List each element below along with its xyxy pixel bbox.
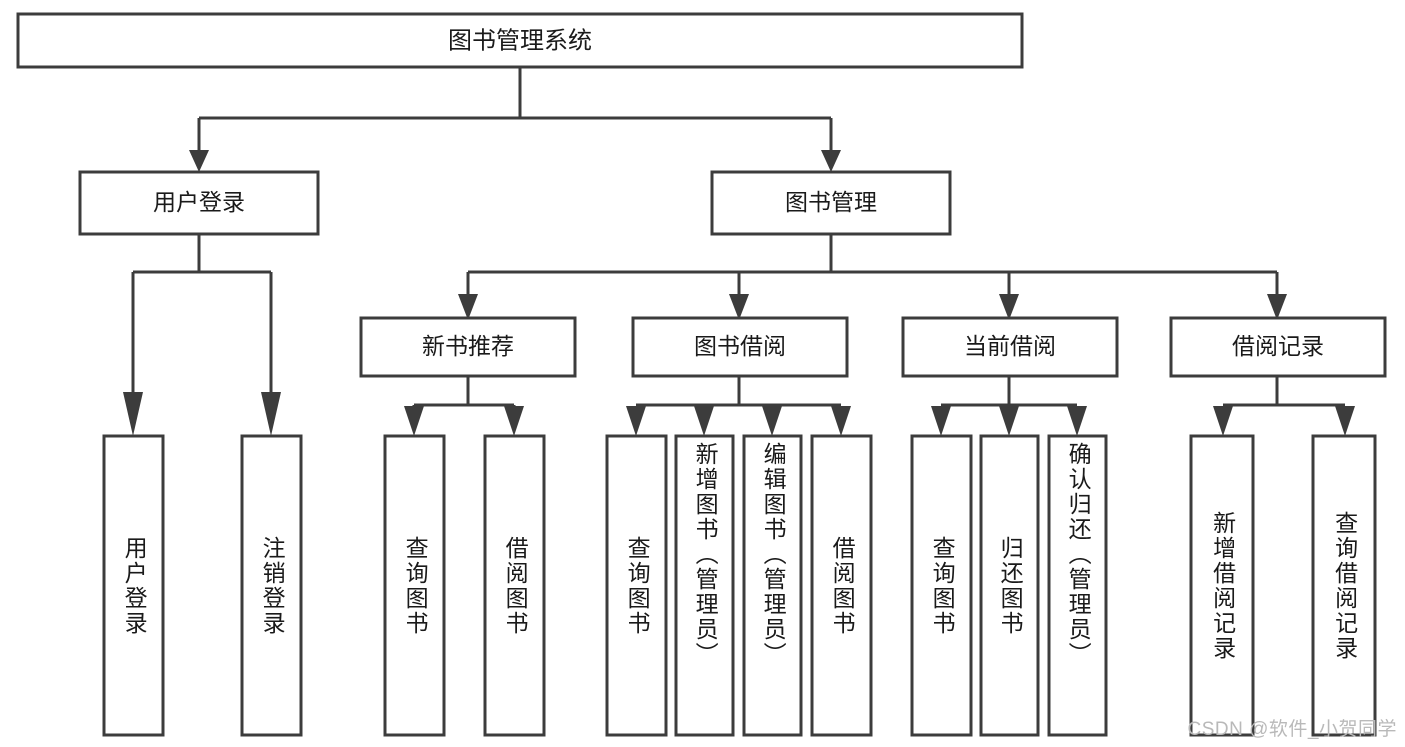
node-book-management[interactable]: [710, 170, 952, 236]
leafbox-rec-add-record[interactable]: [1189, 434, 1255, 737]
node-book-lending[interactable]: [631, 316, 849, 378]
arrowhead-leaf-rec-add-record: [1213, 406, 1233, 436]
connector-user-login-to-leaves: [123, 234, 281, 436]
arrowhead-leaf-user-logout: [261, 392, 281, 436]
arrowhead-leaf-user-login: [123, 392, 143, 436]
leafbox-cur-return-book[interactable]: [979, 434, 1040, 737]
arrowhead-leaf-lend-query-book: [626, 406, 646, 436]
leafbox-user-login[interactable]: [102, 434, 165, 737]
node-root-book-management-system[interactable]: [16, 12, 1024, 69]
node-current-borrow[interactable]: [901, 316, 1119, 378]
leafbox-rec-borrow-book[interactable]: [483, 434, 546, 737]
node-label-borrow-records: 借阅记录: [1232, 333, 1324, 359]
arrowhead-leaf-lend-edit-book: [762, 406, 782, 436]
arrowhead-book-management: [821, 150, 841, 172]
arrowhead-leaf-cur-query-book: [931, 406, 951, 436]
leafbox-cur-confirm-return[interactable]: [1047, 434, 1108, 737]
leafbox-user-logout[interactable]: [240, 434, 303, 737]
leafbox-lend-borrow-book[interactable]: [810, 434, 873, 737]
arrowhead-leaf-rec-query-record: [1335, 406, 1355, 436]
connector-new-book-rec-to-leaves: [404, 376, 524, 436]
arrowhead-book-lending: [729, 294, 749, 320]
leafbox-rec-query-record[interactable]: [1311, 434, 1377, 737]
arrowhead-leaf-rec-borrow-book: [504, 406, 524, 436]
arrowhead-new-book-rec: [458, 294, 478, 320]
leafbox-lend-edit-book[interactable]: [742, 434, 803, 737]
leafbox-lend-query-book[interactable]: [605, 434, 668, 737]
connector-book-management-to-level2: [458, 234, 1287, 320]
arrowhead-leaf-rec-query-book: [404, 406, 424, 436]
connector-borrow-records-to-leaves: [1213, 376, 1355, 436]
arrowhead-leaf-lend-add-book: [694, 406, 714, 436]
connector-root-to-level1: [189, 67, 841, 172]
connector-book-lending-to-leaves: [626, 376, 851, 436]
node-borrow-records[interactable]: [1169, 316, 1387, 378]
arrowhead-user-login: [189, 150, 209, 172]
arrowhead-leaf-cur-confirm-return: [1067, 406, 1087, 436]
node-label-book-management: 图书管理: [785, 189, 877, 215]
arrowhead-leaf-lend-borrow-book: [831, 406, 851, 436]
node-label-book-lending: 图书借阅: [694, 333, 786, 359]
arrowhead-current-borrow: [999, 294, 1019, 320]
leafbox-rec-query-book[interactable]: [383, 434, 446, 737]
node-label-current-borrow: 当前借阅: [964, 333, 1056, 359]
arrowhead-borrow-records: [1267, 294, 1287, 320]
leafbox-cur-query-book[interactable]: [910, 434, 973, 737]
connector-current-borrow-to-leaves: [931, 376, 1087, 436]
leafbox-lend-add-book[interactable]: [674, 434, 735, 737]
root-label: 图书管理系统: [448, 27, 592, 54]
node-label-new-book-recommendation: 新书推荐: [422, 333, 514, 359]
arrowhead-leaf-cur-return-book: [999, 406, 1019, 436]
node-user-login[interactable]: [78, 170, 320, 236]
node-new-book-recommendation[interactable]: [359, 316, 577, 378]
node-label-user-login: 用户登录: [153, 189, 245, 215]
